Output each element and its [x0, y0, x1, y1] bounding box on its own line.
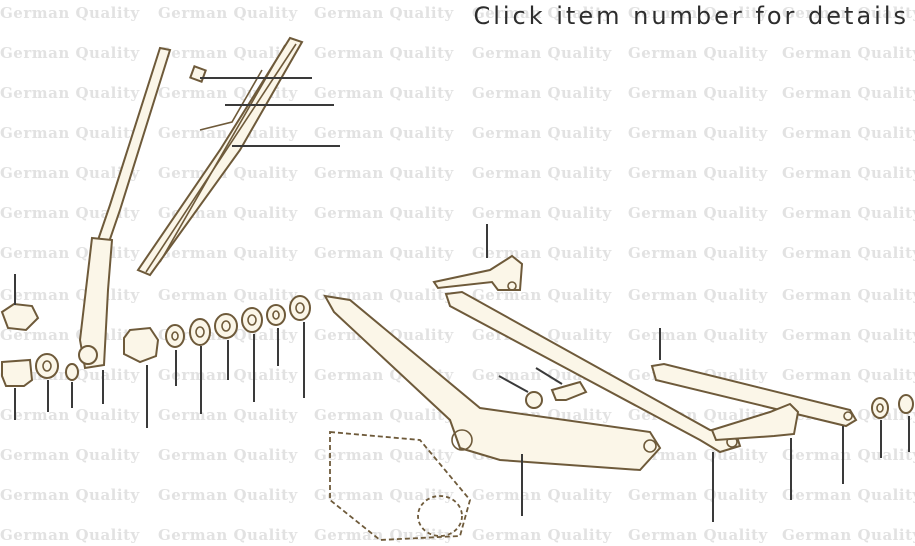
watermark-text: German Quality — [628, 286, 768, 304]
watermark-text: German Quality — [0, 84, 140, 102]
washer[interactable] — [35, 353, 59, 379]
watermark-text: German Quality — [472, 164, 612, 182]
watermark-text: German Quality — [628, 44, 768, 62]
watermark-text: German Quality — [782, 366, 915, 384]
watermark-text: German Quality — [314, 124, 454, 142]
arm-hub[interactable] — [123, 326, 160, 364]
watermark-text: German Quality — [158, 244, 298, 262]
watermark-text: German Quality — [782, 286, 915, 304]
watermark-text: German Quality — [0, 164, 140, 182]
watermark-text: German Quality — [314, 446, 454, 464]
shaft-grommet[interactable] — [165, 324, 185, 348]
blade-rubber[interactable] — [145, 43, 297, 273]
watermark-text: German Quality — [314, 406, 454, 424]
watermark-text: German Quality — [782, 326, 915, 344]
watermark-text: German Quality — [782, 526, 915, 544]
watermark-text: German Quality — [158, 4, 298, 22]
watermark-text: German Quality — [314, 84, 454, 102]
watermark-text: German Quality — [782, 44, 915, 62]
wiper-spindle[interactable] — [432, 254, 524, 291]
watermark-text: German Quality — [628, 164, 768, 182]
watermark-text: German Quality — [782, 204, 915, 222]
leader-lines — [14, 77, 910, 522]
watermark-text: German Quality — [628, 84, 768, 102]
watermark-text: German Quality — [0, 526, 140, 544]
watermark-text: German Quality — [472, 44, 612, 62]
watermark-text: German Quality — [0, 204, 140, 222]
watermark-text: German Quality — [158, 164, 298, 182]
watermark-text: German Quality — [0, 446, 140, 464]
watermark-text: German Quality — [314, 204, 454, 222]
watermark-text: German Quality — [158, 124, 298, 142]
watermark-text: German Quality — [314, 4, 454, 22]
right-link-rod[interactable] — [650, 362, 858, 428]
watermark-text: German Quality — [0, 124, 140, 142]
acorn-nut[interactable] — [0, 358, 34, 387]
right-spindle[interactable] — [710, 402, 800, 442]
watermark-text: German Quality — [628, 4, 768, 22]
watermark-text: German Quality — [158, 286, 298, 304]
watermark-text: German Quality — [782, 486, 915, 504]
watermark-text: German Quality — [782, 84, 915, 102]
watermark-text: German Quality — [158, 486, 298, 504]
watermark-text: German Quality — [158, 44, 298, 62]
end-clip[interactable] — [898, 394, 914, 414]
spring-washer[interactable] — [65, 363, 79, 381]
bushing[interactable] — [189, 318, 211, 346]
watermark-text: German Quality — [0, 4, 140, 22]
watermark-text: German Quality — [628, 124, 768, 142]
watermark-text: German Quality — [472, 124, 612, 142]
wiper-arm[interactable] — [78, 46, 172, 370]
watermark-text: German Quality — [628, 526, 768, 544]
watermark-text: German Quality — [472, 4, 612, 22]
watermark-text: German Quality — [628, 326, 768, 344]
watermark-text: German Quality — [158, 446, 298, 464]
watermark-text: German Quality — [782, 164, 915, 182]
watermark-text: German Quality — [0, 406, 140, 424]
flat-washer[interactable] — [266, 304, 286, 326]
watermark-text: German Quality — [0, 44, 140, 62]
bolt[interactable] — [550, 380, 588, 401]
watermark-text: German Quality — [472, 84, 612, 102]
instruction-text: Click item number for details — [473, 2, 909, 30]
seal-ring[interactable] — [241, 307, 263, 333]
watermark-text: German Quality — [782, 244, 915, 262]
watermark-text: German Quality — [472, 204, 612, 222]
wiper-motor[interactable] — [329, 431, 471, 541]
watermark-text: German Quality — [782, 124, 915, 142]
bezel-nut[interactable] — [214, 313, 238, 339]
watermark-text: German Quality — [314, 244, 454, 262]
nut-small[interactable] — [525, 391, 543, 409]
watermark-text: German Quality — [0, 486, 140, 504]
watermark-text: German Quality — [628, 486, 768, 504]
watermark-text: German Quality — [314, 526, 454, 544]
watermark-text: German Quality — [314, 44, 454, 62]
watermark-text: German Quality — [628, 204, 768, 222]
watermark-text: German Quality — [472, 526, 612, 544]
watermark-text: German Quality — [628, 446, 768, 464]
watermark-text: German Quality — [472, 486, 612, 504]
watermark-text: German Quality — [472, 244, 612, 262]
watermark-text: German Quality — [314, 164, 454, 182]
watermark-text: German Quality — [158, 526, 298, 544]
watermark-text: German Quality — [314, 486, 454, 504]
blade-clip[interactable] — [189, 65, 207, 83]
watermark-text: German Quality — [158, 406, 298, 424]
linkage-frame[interactable] — [323, 294, 662, 472]
spindle-washer[interactable] — [871, 397, 889, 419]
arm-nut[interactable] — [0, 302, 40, 332]
watermark-text: German Quality — [782, 4, 915, 22]
watermark-text: German Quality — [628, 244, 768, 262]
large-washer[interactable] — [289, 295, 311, 321]
